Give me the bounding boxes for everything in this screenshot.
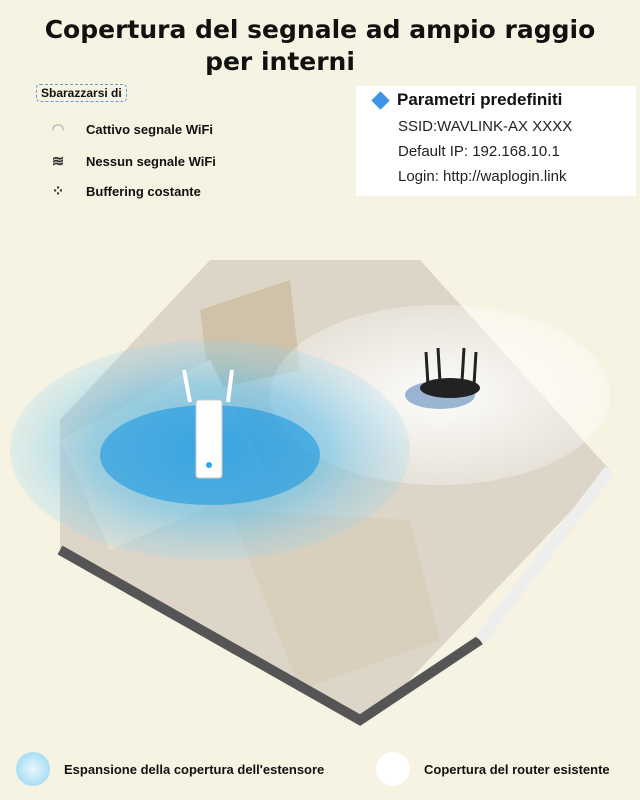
problem-item: ⁘Buffering costante [44,182,201,200]
diamond-icon [371,90,390,110]
no-wifi-icon: ≋ [51,153,65,170]
glass-wall [57,545,483,726]
login-url: Login: http://waplogin.link [398,168,567,185]
problem-item: ◠Cattivo segnale WiFi [44,120,213,138]
page-title: Copertura del segnale ad ampio raggio pe… [44,15,596,76]
legend-router: Copertura del router esistente [376,752,610,786]
default-ip: Default IP: 192.168.10.1 [398,143,560,160]
ssid: SSID:WAVLINK-AX XXXX [398,118,573,135]
default-params-box: Parametri predefiniti SSID:WAVLINK-AX XX… [356,86,636,196]
blue-circle-icon [16,752,50,786]
buffering-icon: ⁘ [51,183,65,200]
apartment-illustration [10,260,615,726]
white-circle-icon [376,752,410,786]
extender-device [182,369,234,479]
legend-extender: Espansione della copertura dell'estensor… [16,752,324,786]
router-device [420,347,480,398]
weak-wifi-icon: ◠ [51,121,65,138]
problem-item: ≋Nessun segnale WiFi [44,152,216,170]
problems-tag: Sbarazzarsi di [36,84,127,102]
